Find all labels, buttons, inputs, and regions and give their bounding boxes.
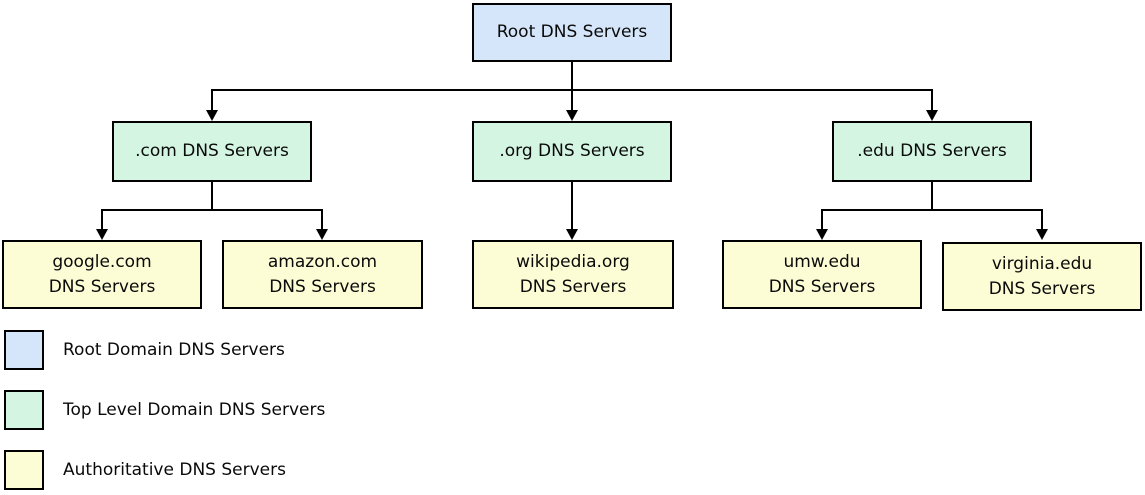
node-label-line1: wikipedia.org — [516, 251, 630, 272]
node-com-dns-servers: .com DNS Servers — [112, 121, 312, 182]
node-label-line1: virginia.edu — [991, 253, 1093, 274]
edge-edu-subtree — [821, 182, 1043, 231]
legend-label: Top Level Domain DNS Servers — [63, 400, 326, 420]
node-label-line1: umw.edu — [783, 251, 861, 272]
legend-label: Root Domain DNS Servers — [63, 340, 285, 360]
node-umw-edu-dns-servers: umw.edu DNS Servers — [722, 240, 922, 309]
node-label: Root DNS Servers — [496, 22, 648, 42]
legend-swatch-top-level-domain — [4, 390, 44, 430]
node-org-dns-servers: .org DNS Servers — [472, 121, 672, 182]
node-label: .org DNS Servers — [499, 141, 645, 161]
node-label-line2: DNS Servers — [768, 276, 876, 297]
node-amazon-com-dns-servers: amazon.com DNS Servers — [222, 240, 423, 309]
node-wikipedia-org-dns-servers: wikipedia.org DNS Servers — [472, 240, 674, 309]
node-label-line1: amazon.com — [267, 251, 378, 272]
node-label-line2: DNS Servers — [519, 276, 627, 297]
node-label-line2: DNS Servers — [269, 276, 376, 297]
node-label: .com DNS Servers — [135, 141, 289, 161]
legend-label: Authoritative DNS Servers — [63, 460, 286, 480]
node-label-line2: DNS Servers — [988, 278, 1096, 299]
node-label-line1: google.com — [52, 251, 152, 272]
legend-swatch-authoritative — [4, 450, 44, 490]
edge-top-bus — [211, 89, 933, 112]
legend-swatch-root-domain — [4, 330, 44, 370]
node-google-com-dns-servers: google.com DNS Servers — [2, 240, 202, 309]
node-label-line2: DNS Servers — [48, 276, 156, 297]
node-edu-dns-servers: .edu DNS Servers — [832, 121, 1032, 182]
node-label: .edu DNS Servers — [857, 141, 1007, 161]
node-root-dns-servers: Root DNS Servers — [472, 3, 672, 62]
node-virginia-edu-dns-servers: virginia.edu DNS Servers — [942, 242, 1142, 311]
edge-com-subtree — [101, 182, 323, 231]
